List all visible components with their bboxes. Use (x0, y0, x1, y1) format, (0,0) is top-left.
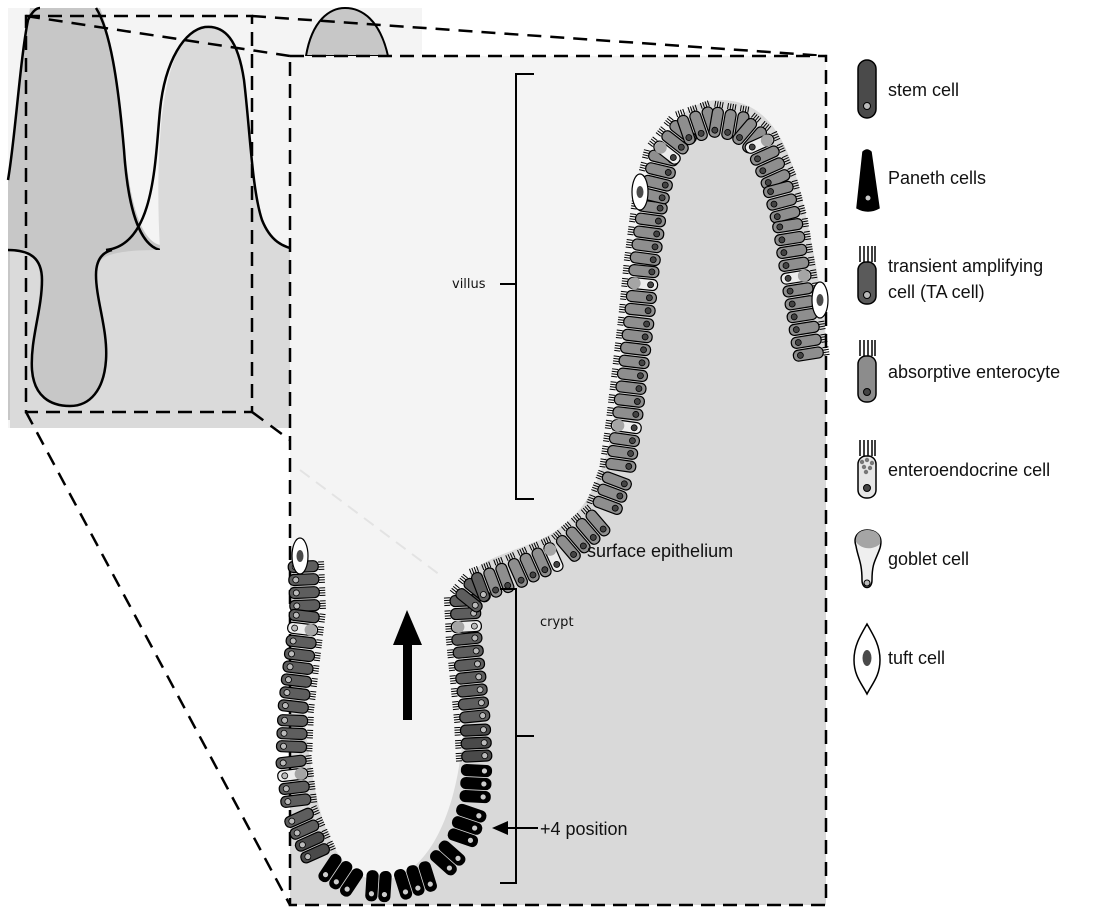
paneth-cell (461, 764, 492, 777)
paneth-cell (460, 790, 491, 803)
plus4-position-label: +4 position (540, 819, 628, 839)
tuft-cell (292, 538, 308, 574)
tuft-cell (632, 174, 648, 210)
legend-tuft-cell-icon (854, 624, 880, 694)
legend-ta-cell-icon (858, 246, 876, 304)
legend-enteroendocrine-label: enteroendocrine cell (888, 460, 1050, 480)
crypt-label: crypt (540, 615, 574, 630)
legend-stem-cell-icon (858, 60, 876, 118)
legend-ta-cell-label-line1: transient amplifying (888, 256, 1043, 276)
zoomed-panel: villus crypt surface epithelium +4 posit… (276, 56, 830, 905)
legend-goblet-cell-label: goblet cell (888, 549, 969, 569)
legend-enterocyte-icon (858, 340, 876, 402)
legend-enterocyte-label: absorptive enterocyte (888, 362, 1060, 382)
legend: stem cell Paneth cells transient amplify… (854, 60, 1060, 694)
legend-paneth-cell-icon (857, 150, 879, 211)
paneth-cell (461, 777, 492, 790)
legend-enteroendocrine-icon (858, 440, 876, 498)
legend-tuft-cell-label: tuft cell (888, 648, 945, 668)
legend-stem-cell-label: stem cell (888, 80, 959, 100)
paneth-cell (379, 871, 392, 902)
paneth-cell (366, 870, 379, 901)
legend-paneth-cell-label: Paneth cells (888, 168, 986, 188)
tuft-cell (812, 282, 828, 318)
villus-label: villus (452, 277, 486, 292)
legend-goblet-cell-icon (855, 530, 881, 588)
surface-epithelium-label: surface epithelium (587, 541, 733, 561)
legend-ta-cell-label-line2: cell (TA cell) (888, 282, 985, 302)
